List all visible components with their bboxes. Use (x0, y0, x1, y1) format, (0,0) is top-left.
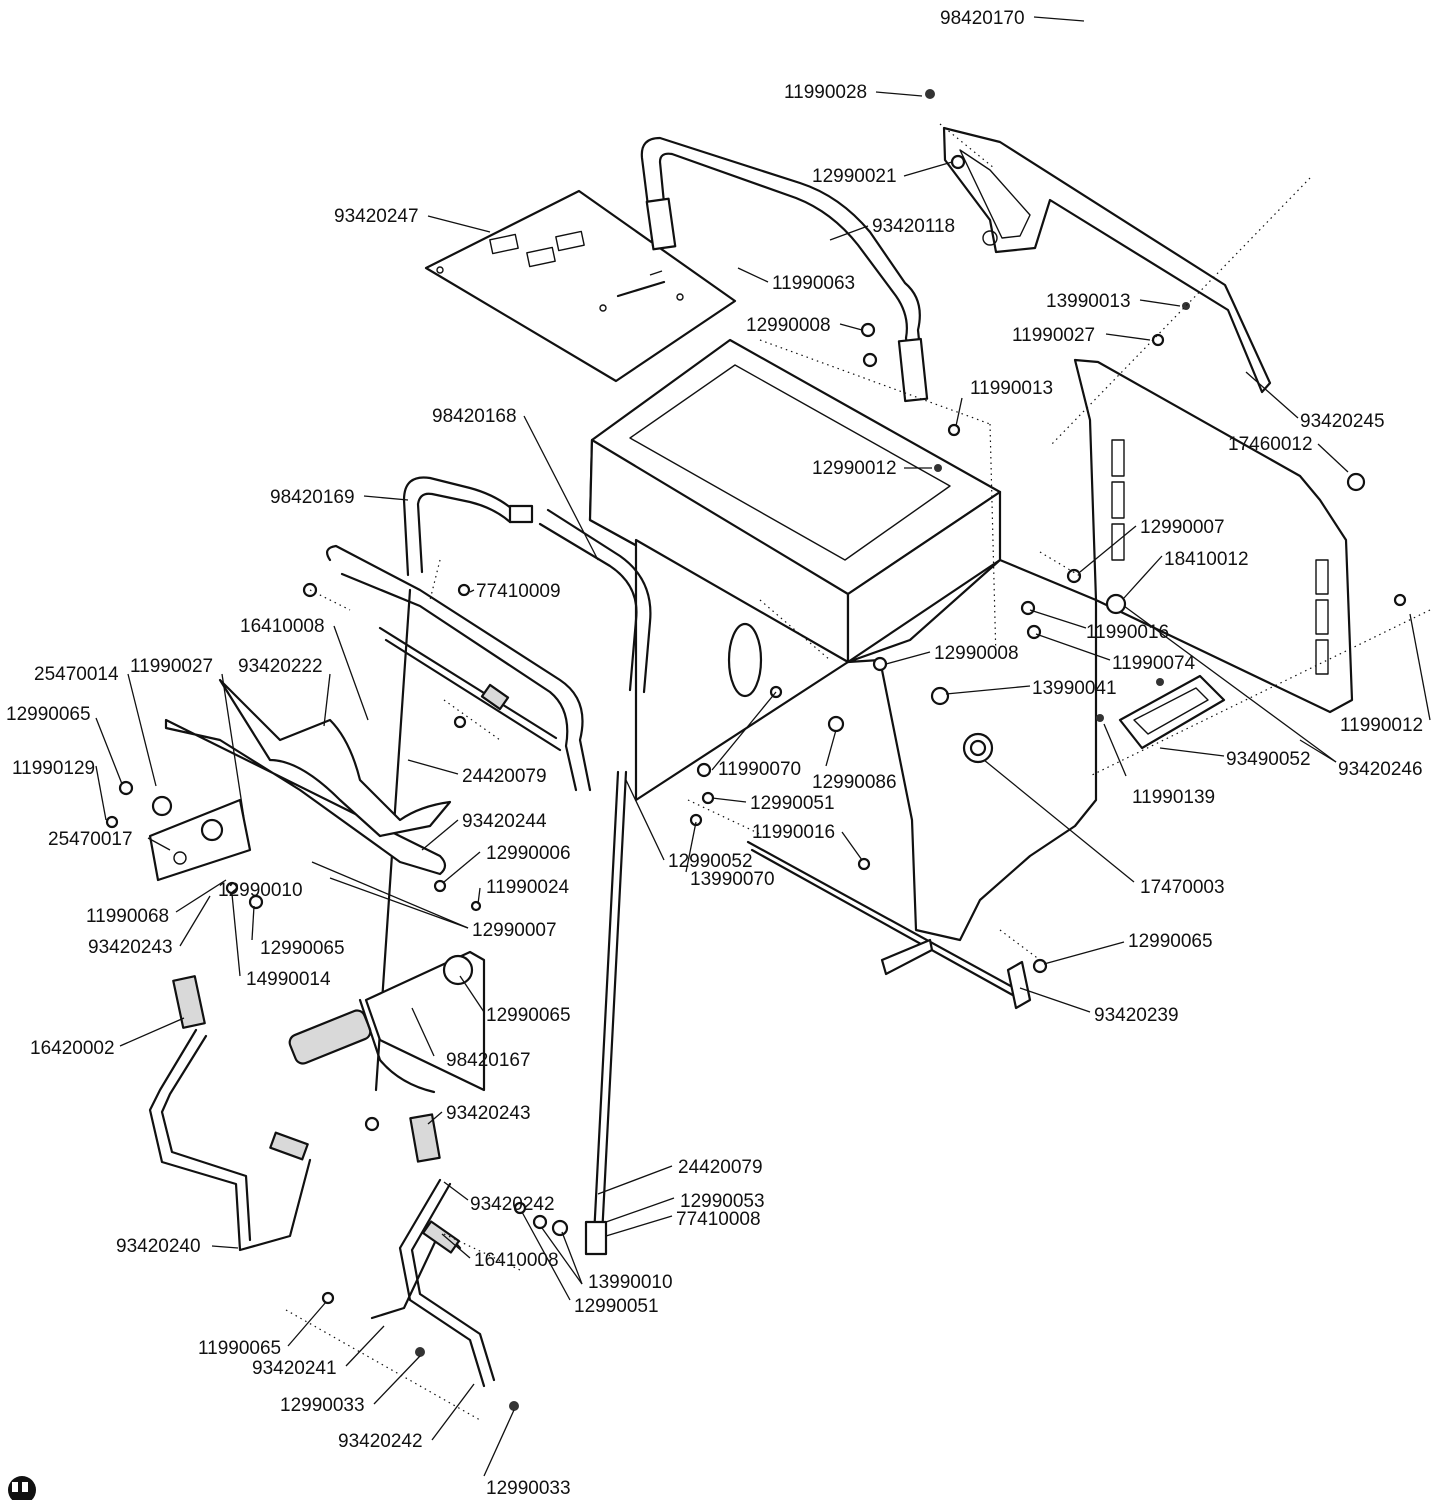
access-cover-plate (1118, 674, 1226, 750)
part-label: 11990027 (130, 656, 213, 677)
part-label: 17460012 (1228, 434, 1313, 455)
lower-pivot-bracket (288, 950, 486, 1094)
part-label: 93420240 (116, 1236, 201, 1257)
part-label: 12990051 (574, 1296, 659, 1317)
part-label: 98420170 (940, 8, 1025, 29)
part-label: 77410009 (476, 581, 561, 602)
part-label: 12990033 (486, 1478, 571, 1499)
part-label: 11990068 (86, 906, 169, 927)
right-upper-bracket (942, 126, 1272, 394)
part-label: 12990065 (6, 704, 91, 725)
callout-leaders (95, 16, 1431, 1477)
part-label: 11990013 (970, 378, 1053, 399)
fastener-hardware (105, 89, 1407, 1411)
right-side-panel (1073, 358, 1354, 714)
part-label: 12990051 (750, 793, 835, 814)
part-label: 11990027 (1012, 325, 1095, 346)
part-label: 12990008 (934, 643, 1019, 664)
part-label: 93420246 (1338, 759, 1423, 780)
part-label: 16410008 (240, 616, 325, 637)
part-label: 11990016 (1086, 622, 1169, 643)
part-label: 98420167 (446, 1050, 531, 1071)
part-label: 12990007 (1140, 517, 1225, 538)
part-label: 98420168 (432, 406, 517, 427)
part-label: 17470003 (1140, 877, 1225, 898)
manufacturer-logo-icon (8, 1476, 36, 1500)
part-label: 18410012 (1164, 549, 1249, 570)
part-label: 93420118 (872, 216, 955, 237)
part-label: 93420241 (252, 1358, 337, 1379)
part-label: 12990006 (486, 843, 571, 864)
part-label: 93420247 (334, 206, 419, 227)
part-label: 16410008 (474, 1250, 559, 1271)
control-lever-handle (326, 544, 592, 792)
alignment-lines (285, 123, 1431, 1421)
part-label: 11990139 (1132, 787, 1215, 808)
part-label: 12990053 (680, 1191, 765, 1212)
left-pedal-arm (148, 975, 312, 1252)
part-label: 25470017 (48, 829, 133, 850)
part-label: 12990008 (746, 315, 831, 336)
part-label: 11990016 (752, 822, 835, 843)
part-label: 25470014 (34, 664, 119, 685)
top-plate (424, 189, 737, 383)
part-label: 77410008 (676, 1209, 761, 1230)
part-label: 11990024 (486, 877, 570, 898)
part-label: 93490052 (1226, 749, 1311, 770)
part-label: 13990070 (690, 869, 775, 890)
part-label: 93420244 (462, 811, 547, 832)
part-label: 11990063 (772, 273, 855, 294)
part-label: 13990041 (1032, 678, 1117, 699)
part-label: 12990086 (812, 772, 897, 793)
part-label: 93420242 (470, 1194, 555, 1215)
upper-handle-bar (640, 136, 929, 403)
part-label: 12990012 (812, 458, 897, 479)
part-label: 12990021 (812, 166, 897, 187)
part-label: 16420002 (30, 1038, 115, 1059)
part-label: 24420079 (678, 1157, 763, 1178)
part-label: 11990074 (1112, 653, 1196, 674)
part-number-labels: 98420170 11990028 12990021 93420247 9342… (6, 8, 1423, 1499)
part-label: 14990014 (246, 969, 331, 990)
right-pedal-arm (370, 1113, 496, 1388)
part-label: 13990013 (1046, 291, 1131, 312)
part-label: 13990010 (588, 1272, 673, 1293)
part-label: 12990065 (1128, 931, 1213, 952)
part-label: 93420242 (338, 1431, 423, 1452)
cross-shaft (746, 840, 1032, 1010)
part-label: 93420245 (1300, 411, 1385, 432)
part-label: 11990065 (198, 1338, 281, 1359)
console-body (588, 338, 1098, 942)
part-label: 93420243 (88, 937, 173, 958)
left-handle-bar (402, 476, 652, 694)
part-label: 11990070 (718, 759, 801, 780)
part-label: 12990065 (486, 1005, 571, 1026)
part-label: 12990052 (668, 851, 753, 872)
part-label: 12990010 (218, 880, 303, 901)
part-label: 11990028 (784, 82, 867, 103)
part-label: 24420079 (462, 766, 547, 787)
part-drawing (8, 89, 1431, 1500)
part-label: 93420222 (238, 656, 323, 677)
part-label: 11990012 (1340, 715, 1423, 736)
part-label: 93420239 (1094, 1005, 1179, 1026)
part-label: 98420169 (270, 487, 355, 508)
part-label: 12990007 (472, 920, 557, 941)
part-label: 12990065 (260, 938, 345, 959)
left-mount-bracket (148, 678, 452, 882)
part-label: 11990129 (12, 758, 95, 779)
part-label: 12990033 (280, 1395, 365, 1416)
part-label: 93420243 (446, 1103, 531, 1124)
